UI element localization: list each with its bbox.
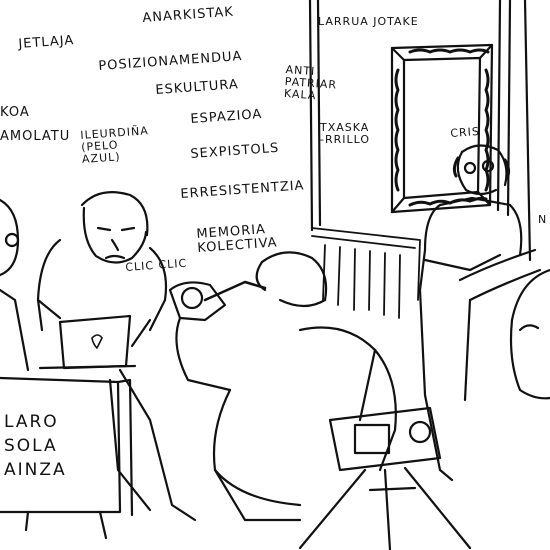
word-ilerdina: ILEURDIÑA (PELO AZUL) xyxy=(79,124,150,166)
word-txaskarrillo: TXASKA -RRILLO xyxy=(320,121,371,146)
right-foreground-face xyxy=(458,248,550,400)
word-cris: CRIS xyxy=(449,124,481,140)
board-panel xyxy=(0,376,134,540)
word-anti-patriarkala: ANTI PATRIAR KALA xyxy=(283,63,338,103)
word-memoria-kolectiva: MEMORIA KOLECTIVA xyxy=(195,222,279,256)
word-amolatu: AMOLATU xyxy=(0,129,71,144)
standing-woman xyxy=(418,144,523,482)
word-koa: KOA xyxy=(0,105,30,120)
word-n-edge: N xyxy=(538,213,548,226)
room-walls xyxy=(308,0,532,262)
seated-man xyxy=(36,191,197,522)
word-larrua-jotake: LARRUA JOTAKE xyxy=(318,15,419,28)
board-text: LARO SOLA AINZA xyxy=(4,412,67,480)
laptop xyxy=(38,314,137,370)
camera-operator xyxy=(168,251,397,522)
wainscot-panel xyxy=(311,227,421,319)
left-edge-person xyxy=(0,198,30,372)
tripod-camera xyxy=(298,406,472,550)
